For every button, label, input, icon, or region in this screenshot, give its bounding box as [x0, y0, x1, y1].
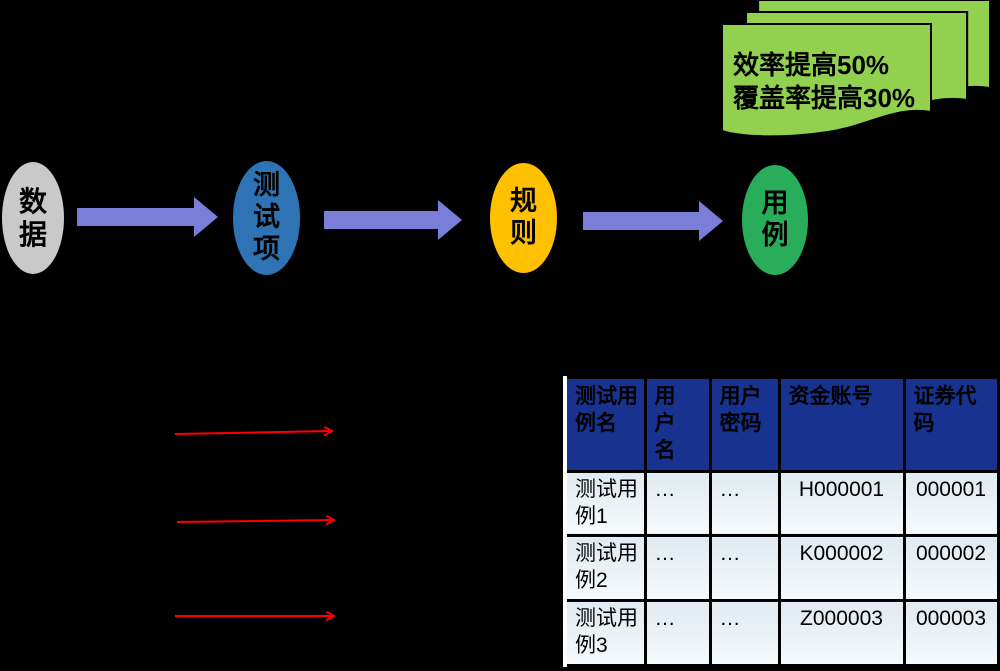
note-card-front	[721, 23, 932, 138]
cell-user-password: …	[708, 534, 781, 603]
cell-user-name: …	[643, 599, 712, 668]
cell-stock-code: 000002	[902, 534, 1000, 603]
note-line-coverage: 覆盖率提高30%	[733, 83, 916, 113]
table-row: 测试用 例2 … … K000002 000002	[563, 534, 1000, 603]
cell-fund-account: Z000003	[777, 599, 906, 668]
table-row: 测试用 例1 … … H000001 000001	[563, 469, 1000, 538]
cell-test-case-name: 测试用 例2	[563, 534, 647, 603]
node-test-item: 测试项	[233, 161, 300, 275]
cell-stock-code: 000003	[902, 599, 1000, 668]
flow-arrow-head-icon	[699, 201, 723, 241]
cell-fund-account: H000001	[777, 469, 906, 538]
flow-arrow-body	[583, 212, 699, 230]
cell-stock-code: 000001	[902, 469, 1000, 538]
flow-arrow-testitem-to-rule	[324, 200, 462, 240]
note-line-efficiency: 效率提高50%	[733, 50, 890, 80]
node-data-label: 数据	[18, 185, 47, 250]
red-arrow-row1	[174, 431, 331, 434]
table-header-row: 测试用 例名 用 户 名 用户 密码 资金账号 证券代 码	[563, 376, 1000, 473]
flow-arrow-rule-to-usecase	[583, 201, 723, 241]
header-user-password: 用户 密码	[708, 376, 781, 473]
cell-fund-account: K000002	[777, 534, 906, 603]
note-text: 效率提高50% 覆盖率提高30%	[733, 49, 933, 115]
table-row: 测试用 例3 … … Z000003 000003	[563, 599, 1000, 668]
header-fund-account: 资金账号	[777, 376, 906, 473]
cell-user-password: …	[708, 599, 781, 668]
header-test-case-name: 测试用 例名	[563, 376, 647, 473]
flow-arrow-body	[324, 211, 438, 229]
cell-user-name: …	[643, 469, 712, 538]
node-use-case: 用例	[742, 165, 808, 275]
cell-test-case-name: 测试用 例1	[563, 469, 647, 538]
node-use-case-label: 用例	[761, 188, 789, 250]
header-user-name: 用 户 名	[643, 376, 712, 473]
flow-arrow-data-to-testitem	[77, 197, 218, 237]
flow-arrow-head-icon	[194, 197, 218, 237]
cell-user-name: …	[643, 534, 712, 603]
node-data: 数据	[2, 162, 64, 274]
node-test-item-label: 测试项	[253, 170, 280, 264]
flow-arrow-body	[77, 208, 194, 226]
test-case-table: 测试用 例名 用 户 名 用户 密码 资金账号 证券代 码 测试用 例1 … ……	[563, 376, 1000, 668]
flow-arrow-head-icon	[438, 200, 462, 240]
header-stock-code: 证券代 码	[902, 376, 1000, 473]
node-rule-label: 规则	[510, 186, 537, 248]
note-card-stack	[721, 0, 992, 138]
cell-test-case-name: 测试用 例3	[563, 599, 647, 668]
node-rule: 规则	[490, 163, 557, 273]
red-arrow-row2	[176, 520, 333, 522]
cell-user-password: …	[708, 469, 781, 538]
